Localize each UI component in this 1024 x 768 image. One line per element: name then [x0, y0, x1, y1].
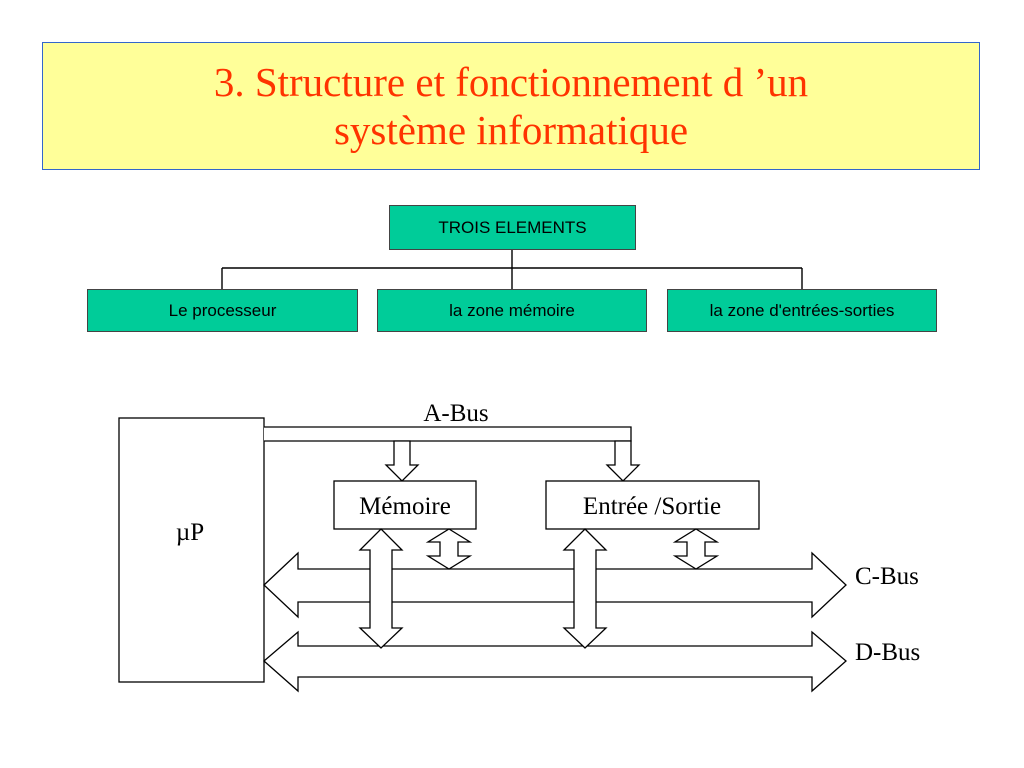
tree-child-memory: la zone mémoire	[377, 289, 647, 332]
title-line-1: 3. Structure et fonctionnement d ’un	[213, 59, 809, 105]
tree-root-box: TROIS ELEMENTS	[389, 205, 636, 250]
memory-block	[333, 480, 477, 530]
tree-connectors	[221, 250, 803, 289]
memory-data-arrow	[358, 528, 404, 649]
io-label: Entrée /Sortie	[583, 493, 721, 520]
control-bus	[263, 551, 847, 619]
control-bus-label: C-Bus	[855, 563, 919, 590]
io-block	[545, 480, 760, 530]
address-bus-label: A-Bus	[423, 400, 488, 427]
address-bus	[264, 426, 632, 442]
io-address-arrow	[605, 440, 641, 482]
io-data-arrow	[562, 528, 608, 649]
title-banner: 3. Structure et fonctionnement d ’un sys…	[42, 42, 980, 170]
tree-child-io: la zone d'entrées-sorties	[667, 289, 937, 332]
tree-child-processor: Le processeur	[87, 289, 358, 332]
memory-address-arrow	[384, 440, 420, 482]
data-bus	[263, 630, 847, 693]
data-bus-label: D-Bus	[855, 639, 920, 666]
memory-label: Mémoire	[359, 493, 451, 520]
processor-block	[118, 417, 265, 683]
processor-label: µP	[176, 519, 204, 546]
memory-control-arrow	[425, 528, 473, 570]
title-line-2: système informatique	[333, 107, 689, 153]
io-control-arrow	[672, 528, 720, 570]
